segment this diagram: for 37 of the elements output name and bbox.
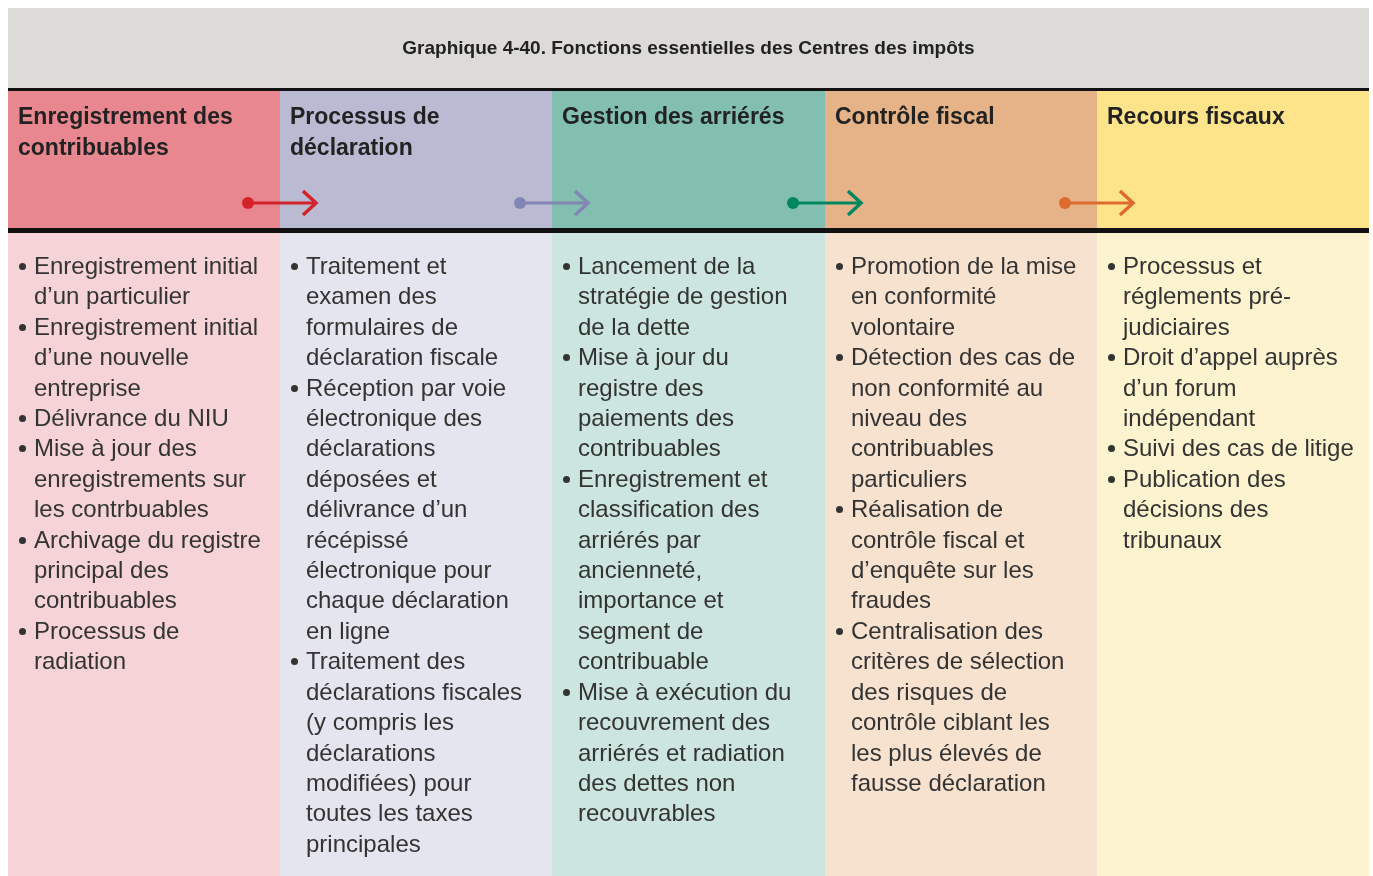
list-item-text: Traitement et examen des formulaires de déclaration fiscale	[306, 251, 500, 373]
list-item-text: Mise à exécution du recouvrement des arriérés et radiation des dettes non recouvrables	[578, 676, 793, 829]
chart-title: Graphique 4-40. Fonctions essentielles des Centres des impôts	[8, 8, 1369, 88]
column-heading: Enregistrement des contribuables	[18, 102, 234, 162]
column-header	[1097, 91, 1369, 228]
list-item-text: Réalisation de contrôle fiscal et d’enquête sur les fraudes	[851, 494, 1035, 616]
column-heading: Gestion des arriérés	[562, 102, 786, 131]
list-item-text: Lancement de la stratégie de gestion de la dette	[578, 251, 789, 342]
list-item-text: Suivi des cas de litige	[1123, 433, 1355, 464]
list-item-text: Processus et réglements pré-judiciaires	[1123, 251, 1293, 342]
column-header	[8, 91, 280, 228]
column-heading: Recours fiscaux	[1107, 102, 1286, 131]
list-item-text: Détection des cas de non conformité au niveau des contribuables particuliers	[851, 342, 1077, 494]
list-item-text: Processus de radiation	[34, 615, 181, 677]
list-item-text: Traitement des déclarations fiscales (y compris les déclarations modifiées) pour toutes les taxes principales	[306, 646, 524, 859]
list-item-text: Enregistrement initial d’un particulier	[34, 251, 260, 312]
column-header	[825, 91, 1097, 228]
column-heading: Contrôle fiscal	[835, 102, 996, 131]
column-heading: Processus de déclaration	[290, 102, 441, 162]
column-panel	[8, 233, 280, 876]
list-item-text: Publication des décisions des tribunaux	[1123, 463, 1287, 555]
column-panel	[280, 233, 552, 876]
column-header	[280, 91, 552, 228]
list-item-text: Enregistrement et classification des arriérés par ancienneté, importance et segment de contribuable	[578, 463, 769, 677]
column-panel	[552, 233, 825, 876]
list-item-text: Enregistrement initial d’une nouvelle entreprise	[34, 311, 260, 403]
column-panel	[825, 233, 1097, 876]
list-item-text: Mise à jour des enregistrements sur les contrbuables	[34, 433, 248, 525]
list-item-text: Promotion de la mise en conformité volontaire	[851, 251, 1078, 342]
column-panel	[1097, 233, 1369, 876]
list-item-text: Centralisation des critères de sélection des risques de contrôle ciblant les les plus élevés de fausse déclaration	[851, 615, 1066, 798]
list-item-text: Mise à jour du registre des paiements des contribuables	[578, 342, 736, 464]
list-item-text: Réception par voie électronique des déclarations déposées et délivrance d’un récépissé électronique pour chaque déclaration en ligne	[306, 372, 510, 646]
list-item-text: Droit d’appel auprès d’un forum indépendant	[1123, 342, 1339, 434]
column-header	[552, 91, 825, 228]
list-item-text: Délivrance du NIU	[34, 403, 230, 434]
list-item-text: Archivage du registre principal des contribuables	[34, 524, 262, 616]
